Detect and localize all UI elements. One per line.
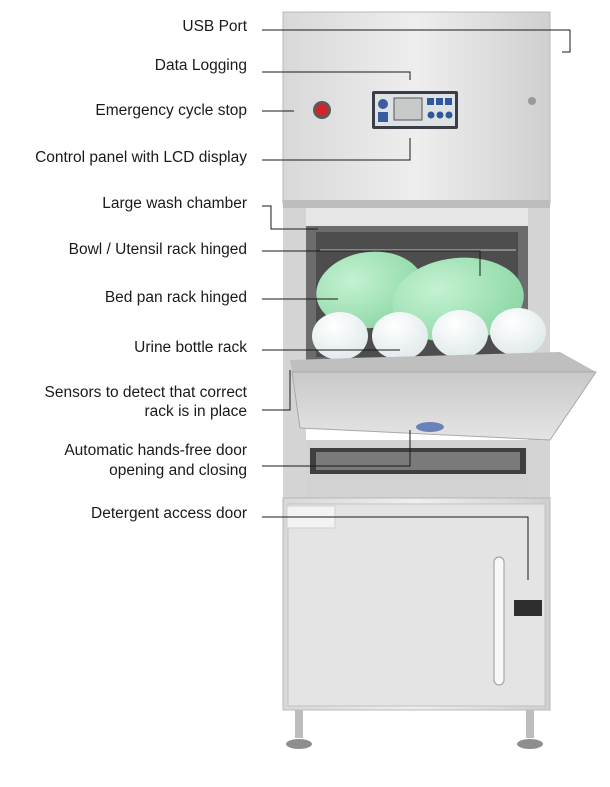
detergent-door (287, 503, 546, 707)
leader-usb-port (262, 29, 571, 53)
label-door-line2: opening and closing (109, 462, 247, 479)
panel-button-2 (436, 111, 444, 119)
panel-key-1 (427, 98, 434, 105)
urine-bottle-4 (490, 308, 546, 356)
detergent-window (493, 556, 505, 686)
label-sensors-line2: rack is in place (144, 403, 247, 420)
brand-strip (378, 112, 388, 122)
urine-bottle-2 (372, 312, 428, 360)
leader-detergent-door (262, 516, 529, 580)
urine-bottle-3 (432, 310, 488, 358)
urine-bottle-1 (312, 312, 368, 360)
detergent-latch (514, 600, 542, 616)
foot-left-stem (295, 710, 303, 738)
label-usb-port: USB Port (182, 18, 247, 35)
label-emergency-stop: Emergency cycle stop (95, 102, 247, 119)
label-urine-rack: Urine bottle rack (134, 339, 247, 356)
stop-button-cap (316, 104, 328, 116)
label-bowl-rack: Bowl / Utensil rack hinged (68, 241, 247, 258)
leader-wash-chamber (262, 205, 318, 230)
chamber-top-lip (306, 208, 528, 226)
label-detergent-door: Detergent access door (91, 505, 247, 522)
label-wash-chamber: Large wash chamber (102, 195, 247, 212)
label-door-line1: Automatic hands-free door (64, 442, 247, 459)
leader-control-panel (262, 138, 411, 161)
leader-data-logging (262, 71, 411, 80)
leader-sensors (262, 370, 291, 411)
panel-button-3 (445, 111, 453, 119)
brand-logo-icon (378, 99, 388, 109)
key-lock-icon (528, 97, 536, 105)
leader-door (262, 430, 411, 467)
label-bedpan-rack: Bed pan rack hinged (104, 289, 247, 306)
door-slot-inner (316, 452, 520, 470)
bed-pan-right (392, 257, 524, 343)
label-control-panel: Control panel with LCD display (35, 149, 247, 166)
foot-right-pad (517, 739, 543, 749)
panel-key-3 (445, 98, 452, 105)
door-handle-icon (416, 422, 444, 432)
top-trim (283, 200, 550, 208)
open-door (291, 371, 597, 441)
foot-right-stem (526, 710, 534, 738)
foot-left-pad (286, 739, 312, 749)
panel-key-2 (436, 98, 443, 105)
open-door-top (290, 352, 596, 372)
leader-lines (262, 29, 571, 580)
label-sensors-line1: Sensors to detect that correct (44, 384, 247, 401)
label-data-logging: Data Logging (154, 57, 247, 74)
panel-button-1 (427, 111, 435, 119)
lcd-display (393, 97, 423, 121)
leader-bowl-rack (262, 250, 481, 276)
